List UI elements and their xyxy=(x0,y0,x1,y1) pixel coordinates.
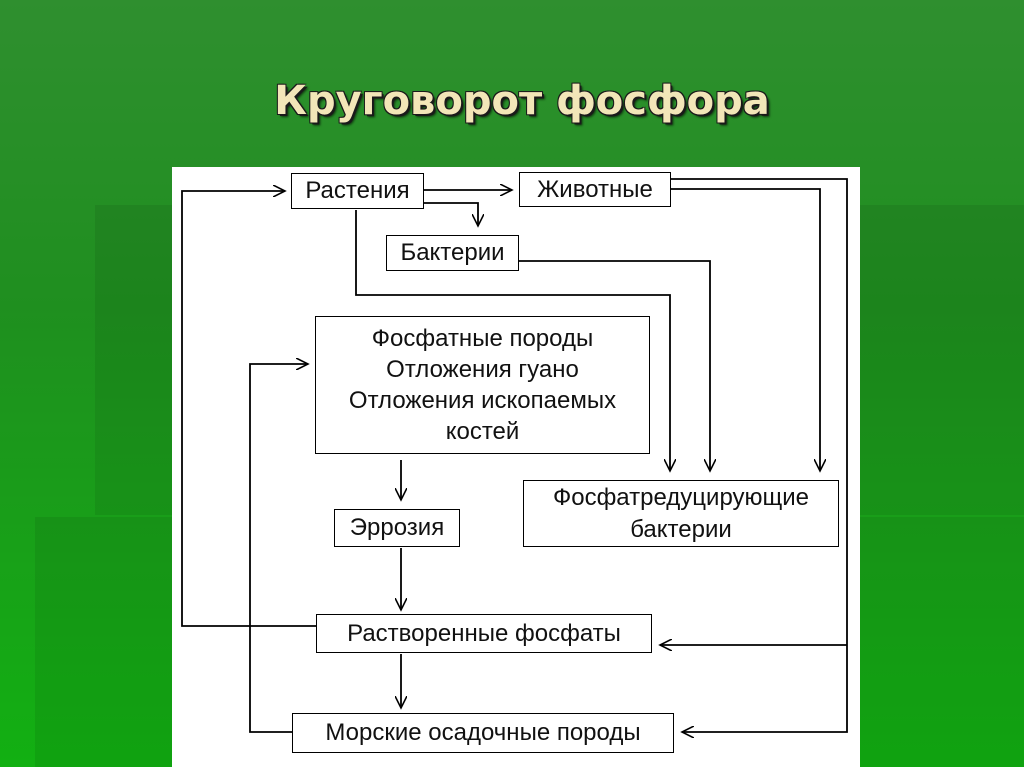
node-bacteria-label: Бактерии xyxy=(400,239,505,267)
node-dissolved-phosphates-label: Растворенные фосфаты xyxy=(347,619,621,647)
node-plants: Растения xyxy=(291,173,424,209)
edge-plants-to-reducing-bacteria xyxy=(355,210,670,471)
node-bacteria: Бактерии xyxy=(386,235,519,271)
node-animals-label: Животные xyxy=(537,175,653,203)
node-marine-sediments: Морские осадочные породы xyxy=(292,713,674,753)
edge-animals-to-reducing-bacteria xyxy=(671,188,820,471)
node-plants-label: Растения xyxy=(305,177,410,205)
node-reducing-bacteria-line2: бактерии xyxy=(630,515,732,543)
node-dissolved-phosphates: Растворенные фосфаты xyxy=(316,614,652,653)
node-deposits-line2: Отложения гуано xyxy=(386,355,579,383)
node-erosion: Эррозия xyxy=(334,509,460,547)
node-erosion-label: Эррозия xyxy=(349,514,445,542)
node-reducing-bacteria: Фосфатредуцирующие бактерии xyxy=(523,480,839,547)
node-deposits-line1: Фосфатные породы xyxy=(371,324,594,352)
node-reducing-bacteria-line1: Фосфатредуцирующие xyxy=(552,484,810,512)
node-deposits-line4: костей xyxy=(445,418,520,446)
edge-marine-to-deposits xyxy=(249,364,308,733)
edge-plants-to-bacteria xyxy=(424,202,478,226)
edge-dissolved-to-plants xyxy=(181,191,316,627)
node-deposits: Фосфатные породы Отложения гуано Отложен… xyxy=(315,316,650,454)
slide-title: Круговорот фосфора xyxy=(274,78,770,124)
edge-animals-to-dissolved-and-marine xyxy=(671,178,848,732)
node-marine-sediments-label: Морские осадочные породы xyxy=(325,719,641,747)
edge-bacteria-to-reducing-bacteria xyxy=(519,260,710,471)
node-animals: Животные xyxy=(519,172,671,207)
node-deposits-line3: Отложения ископаемых xyxy=(348,387,617,414)
